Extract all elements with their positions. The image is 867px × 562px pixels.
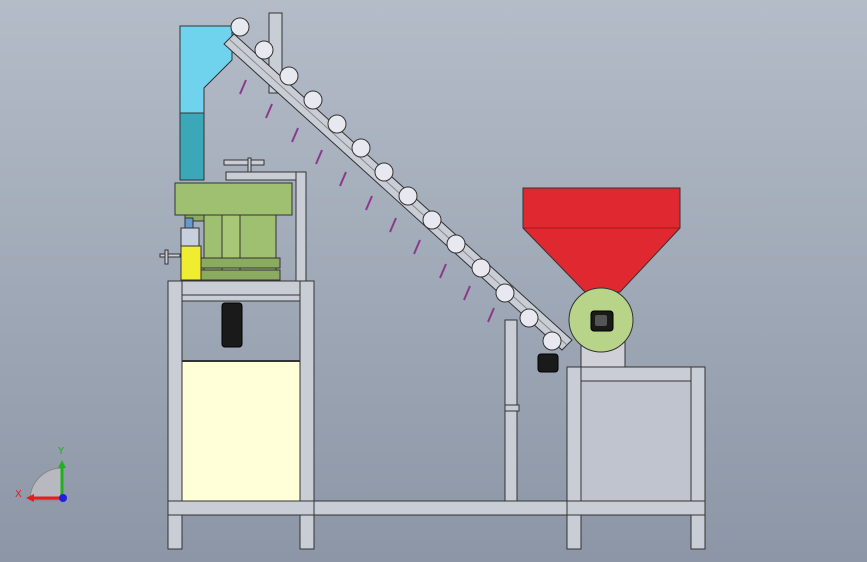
triad-z-axis (59, 494, 67, 502)
triad-y-label: Y (57, 446, 65, 457)
conveyor-drive (537, 353, 559, 373)
conveyor-rollers (230, 17, 562, 351)
bottle (180, 217, 202, 281)
motor-block (221, 302, 243, 348)
triad-x-label: X (15, 489, 22, 500)
red-funnel (522, 187, 681, 293)
side-lever (159, 249, 181, 265)
bowl-feeder (174, 182, 293, 281)
blue-hopper (179, 25, 233, 181)
right-stand-frame (566, 366, 706, 550)
coordinate-triad: X Y (15, 446, 67, 502)
base-rail (313, 319, 568, 516)
storage-tank (181, 360, 301, 502)
conveyor-brackets (239, 79, 495, 323)
feeder-support (223, 157, 307, 282)
